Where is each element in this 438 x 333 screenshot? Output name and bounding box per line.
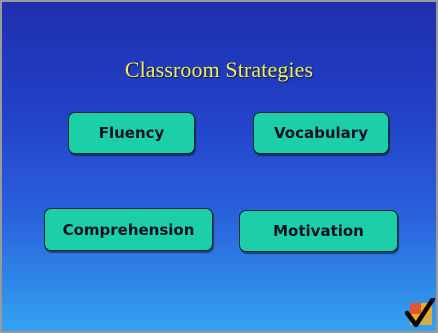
checkmark-icon (405, 298, 435, 328)
fluency-label: Fluency (98, 124, 165, 142)
fluency-button[interactable]: Fluency (68, 112, 195, 154)
vocabulary-label: Vocabulary (274, 124, 368, 142)
motivation-label: Motivation (273, 222, 364, 240)
slide-title: Classroom Strategies (124, 57, 314, 82)
comprehension-label: Comprehension (62, 220, 195, 239)
comprehension-button[interactable]: Comprehension (44, 208, 213, 251)
motivation-button[interactable]: Motivation (239, 210, 398, 252)
vocabulary-button[interactable]: Vocabulary (253, 112, 389, 154)
